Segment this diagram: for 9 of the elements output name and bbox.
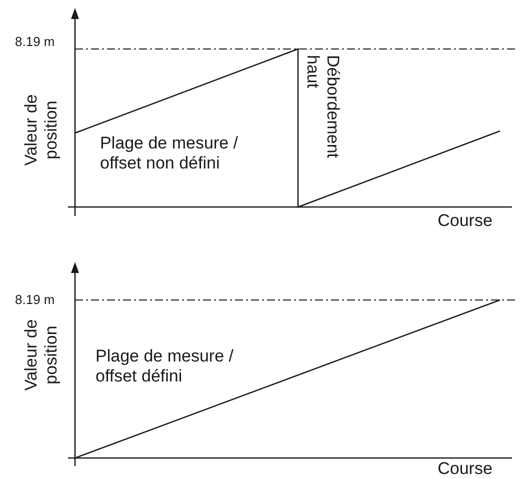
axis-title: Course [436,458,494,479]
axis-value-label: 8.19 m [15,34,56,50]
axis-title: Course [436,210,494,232]
region-label: Plage de mesure / offset défini [96,346,234,388]
axis-value-label: 8.19 m [15,292,56,308]
axis-title: Valeur de position [22,93,62,168]
region-label: Débordement haut [302,55,342,160]
axis-title: Valeur de position [22,318,62,393]
region-label: Plage de mesure / offset non défini [100,134,239,174]
